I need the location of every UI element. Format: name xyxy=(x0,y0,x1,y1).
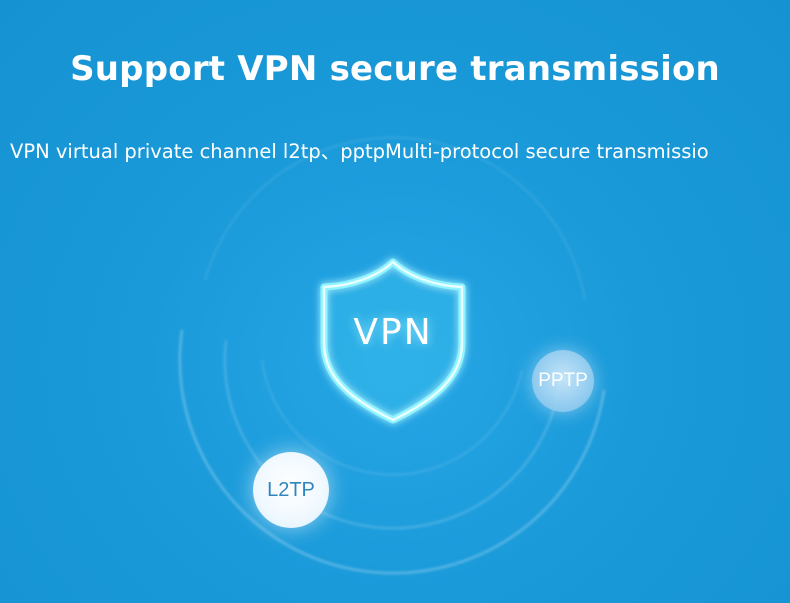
pptp-badge-label: PPTP xyxy=(538,370,588,391)
page-subtitle: VPN virtual private channel l2tp、pptpMul… xyxy=(10,140,709,163)
page-title: Support VPN secure transmission xyxy=(70,49,720,89)
l2tp-badge: L2TP xyxy=(253,452,329,528)
shield-label: VPN xyxy=(353,312,433,353)
shield-icon xyxy=(320,258,466,424)
pptp-badge: PPTP xyxy=(532,350,594,412)
l2tp-badge-label: L2TP xyxy=(267,478,315,501)
